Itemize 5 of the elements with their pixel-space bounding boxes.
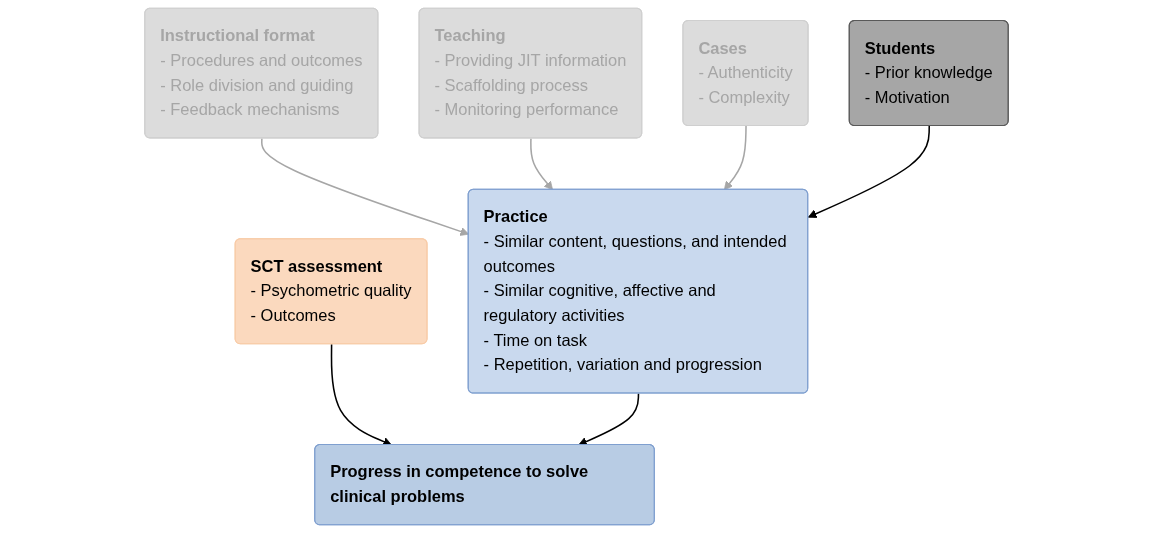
arrow [578, 392, 640, 446]
arrow [530, 137, 554, 191]
arrow [330, 343, 392, 446]
arrow [723, 125, 747, 191]
arrow [807, 125, 930, 219]
